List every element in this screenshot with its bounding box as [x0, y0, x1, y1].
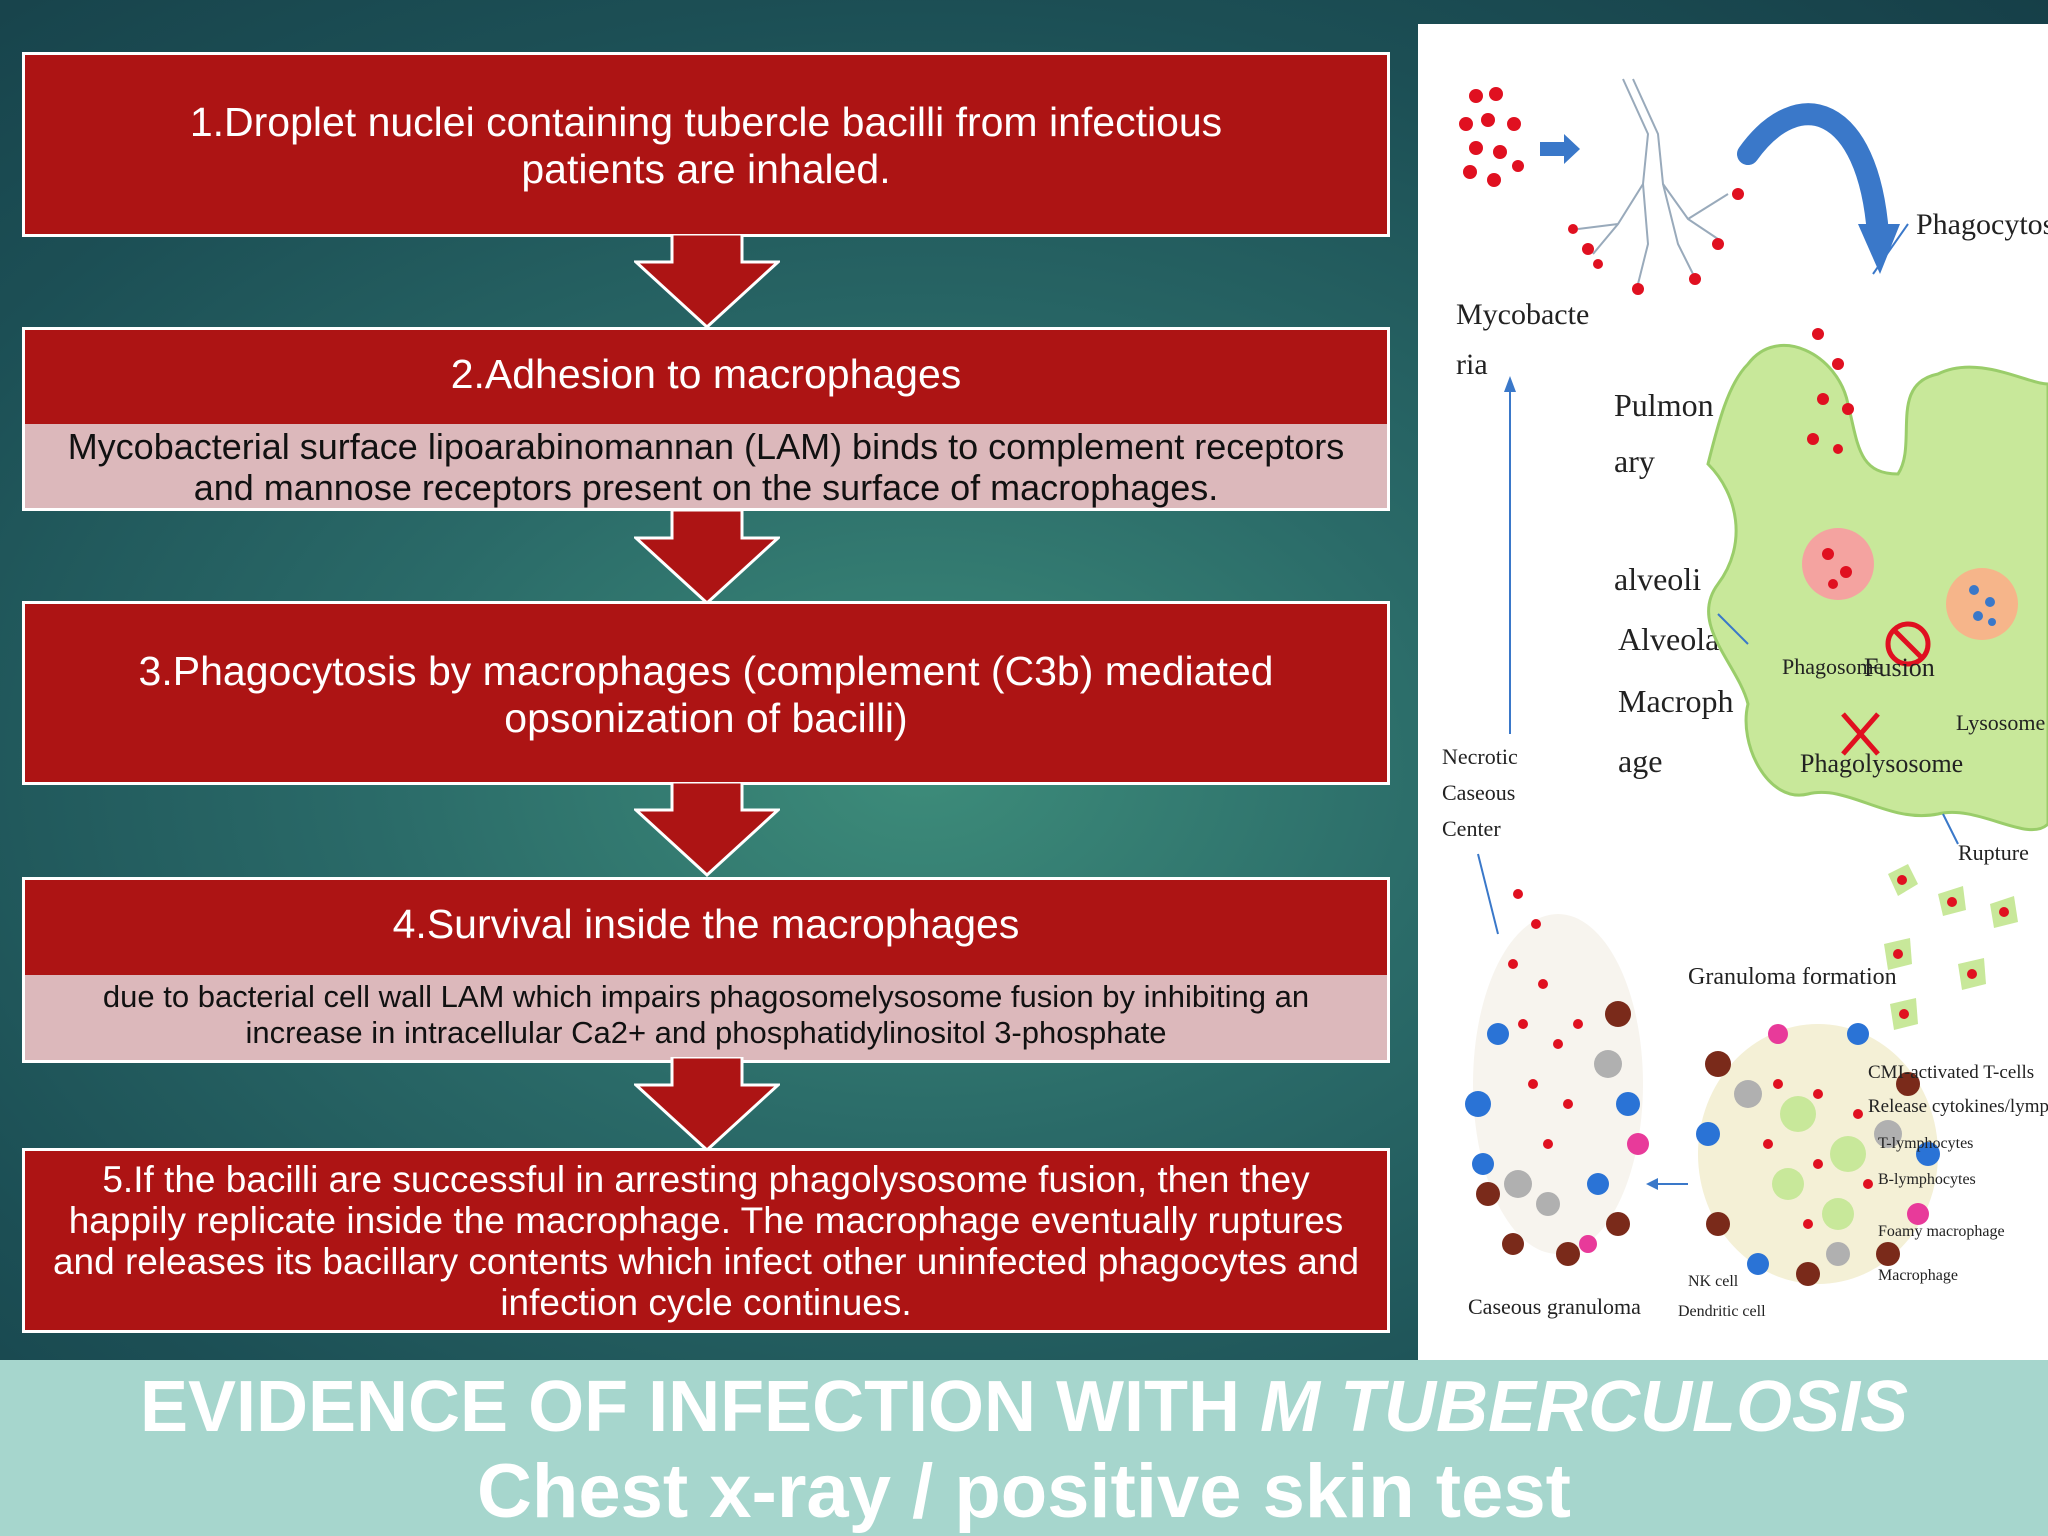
phagolysosome-label: Phagolysosome	[1800, 749, 1963, 778]
b-lymphocytes-label: B-lymphocytes	[1878, 1171, 1976, 1188]
lysosome-vesicle	[1946, 568, 2018, 640]
granuloma-formation-cluster	[1696, 1023, 1940, 1286]
lysosome-label: Lysosome	[1956, 710, 2045, 735]
pulmonary-label-1: Pulmon	[1614, 387, 1714, 423]
down-arrow-4	[634, 1057, 780, 1152]
banner-organism-name: M TUBERCULOSIS	[1260, 1367, 1908, 1447]
cmi-tcells-label: CMI-activated T-cells	[1868, 1062, 2034, 1083]
step-4-box: 4.Survival inside the macrophages due to…	[22, 877, 1390, 1063]
droplet-cluster	[1459, 87, 1524, 187]
pulmonary-label-2: ary	[1614, 443, 1655, 479]
down-arrow-1	[634, 234, 780, 329]
down-arrow-2	[634, 510, 780, 605]
release-cytokines-label: Release cytokines/lymphokines	[1868, 1096, 2048, 1117]
released-infected-cells	[1884, 864, 2018, 1030]
necrotic-label-1: Necrotic	[1442, 744, 1518, 769]
mycobacteria-label-2: ria	[1456, 348, 1488, 381]
caseous-granuloma-label: Caseous granuloma	[1468, 1294, 1641, 1319]
airway-tree-icon	[1577, 78, 1729, 285]
alveolar-macrophage-label-2: Macroph	[1618, 683, 1734, 719]
step-3-box: 3.Phagocytosis by macrophages (complemen…	[22, 601, 1390, 785]
step-2-detail: Mycobacterial surface lipoarabinomannan …	[22, 424, 1390, 511]
macrophage-cell	[1706, 344, 2048, 832]
necrotic-label-3: Center	[1442, 816, 1501, 841]
necrotic-label-2: Caseous	[1442, 780, 1515, 805]
caseous-granuloma-cluster	[1465, 889, 1649, 1266]
down-arrow-3	[634, 782, 780, 877]
bacilli-entering	[1807, 328, 1854, 454]
phagosome-vesicle	[1802, 528, 1874, 600]
mycobacteria-label-1: Mycobacte	[1456, 298, 1589, 331]
granuloma-formation-label: Granuloma formation	[1688, 964, 1897, 990]
bottom-banner: EVIDENCE OF INFECTION WITH M TUBERCULOSI…	[0, 1360, 2048, 1536]
phagocytosis-curve-arrow	[1737, 103, 1889, 245]
step-4-detail: due to bacterial cell wall LAM which imp…	[22, 975, 1390, 1063]
alveoli-clusters	[1568, 188, 1744, 295]
nk-cell-label: NK cell	[1688, 1273, 1739, 1290]
step-2-title: 2.Adhesion to macrophages	[450, 351, 962, 397]
phagocytosis-label: Phagocytosis	[1916, 208, 2048, 241]
step-3-title: 3.Phagocytosis by macrophages (complemen…	[138, 648, 1274, 741]
t-lymphocytes-label: T-lymphocytes	[1878, 1135, 1973, 1152]
step-1-title: 1.Droplet nuclei containing tubercle bac…	[189, 99, 1223, 192]
step-5-title: 5.If the bacilli are successful in arres…	[52, 1159, 1360, 1323]
macrophage-label: Macrophage	[1878, 1267, 1958, 1284]
inhalation-arrow-icon	[1540, 134, 1580, 164]
step-5-box: 5.If the bacilli are successful in arres…	[22, 1148, 1390, 1333]
fusion-label: Fusion	[1864, 653, 1935, 682]
banner-line-2: Chest x-ray / positive skin test	[477, 1449, 1571, 1534]
step-4-title: 4.Survival inside the macrophages	[392, 901, 1020, 947]
phagosome-label: Phagosome	[1782, 654, 1883, 679]
banner-line-1-text: EVIDENCE OF INFECTION WITH	[139, 1367, 1260, 1447]
dendritic-cell-label: Dendritic cell	[1678, 1303, 1766, 1320]
pathogenesis-figure: Mycobacte ria Pulmon ary alveoli Alveola…	[1418, 24, 2048, 1360]
step-1-box: 1.Droplet nuclei containing tubercle bac…	[22, 52, 1390, 237]
rupture-label: Rupture	[1958, 840, 2029, 865]
step-2-box: 2.Adhesion to macrophages Mycobacterial …	[22, 327, 1390, 511]
fusion-blocked-icon	[1885, 621, 1931, 667]
alveoli-label: alveoli	[1614, 561, 1701, 597]
alveolar-macrophage-label-3: age	[1618, 743, 1662, 779]
pathogenesis-illustration: Mycobacte ria Pulmon ary alveoli Alveola…	[1442, 78, 2048, 1320]
foamy-macrophage-label: Foamy macrophage	[1878, 1223, 2005, 1240]
phagolysosome-blocked-icon	[1841, 712, 1880, 756]
banner-line-1: EVIDENCE OF INFECTION WITH M TUBERCULOSI…	[0, 1360, 2048, 1450]
